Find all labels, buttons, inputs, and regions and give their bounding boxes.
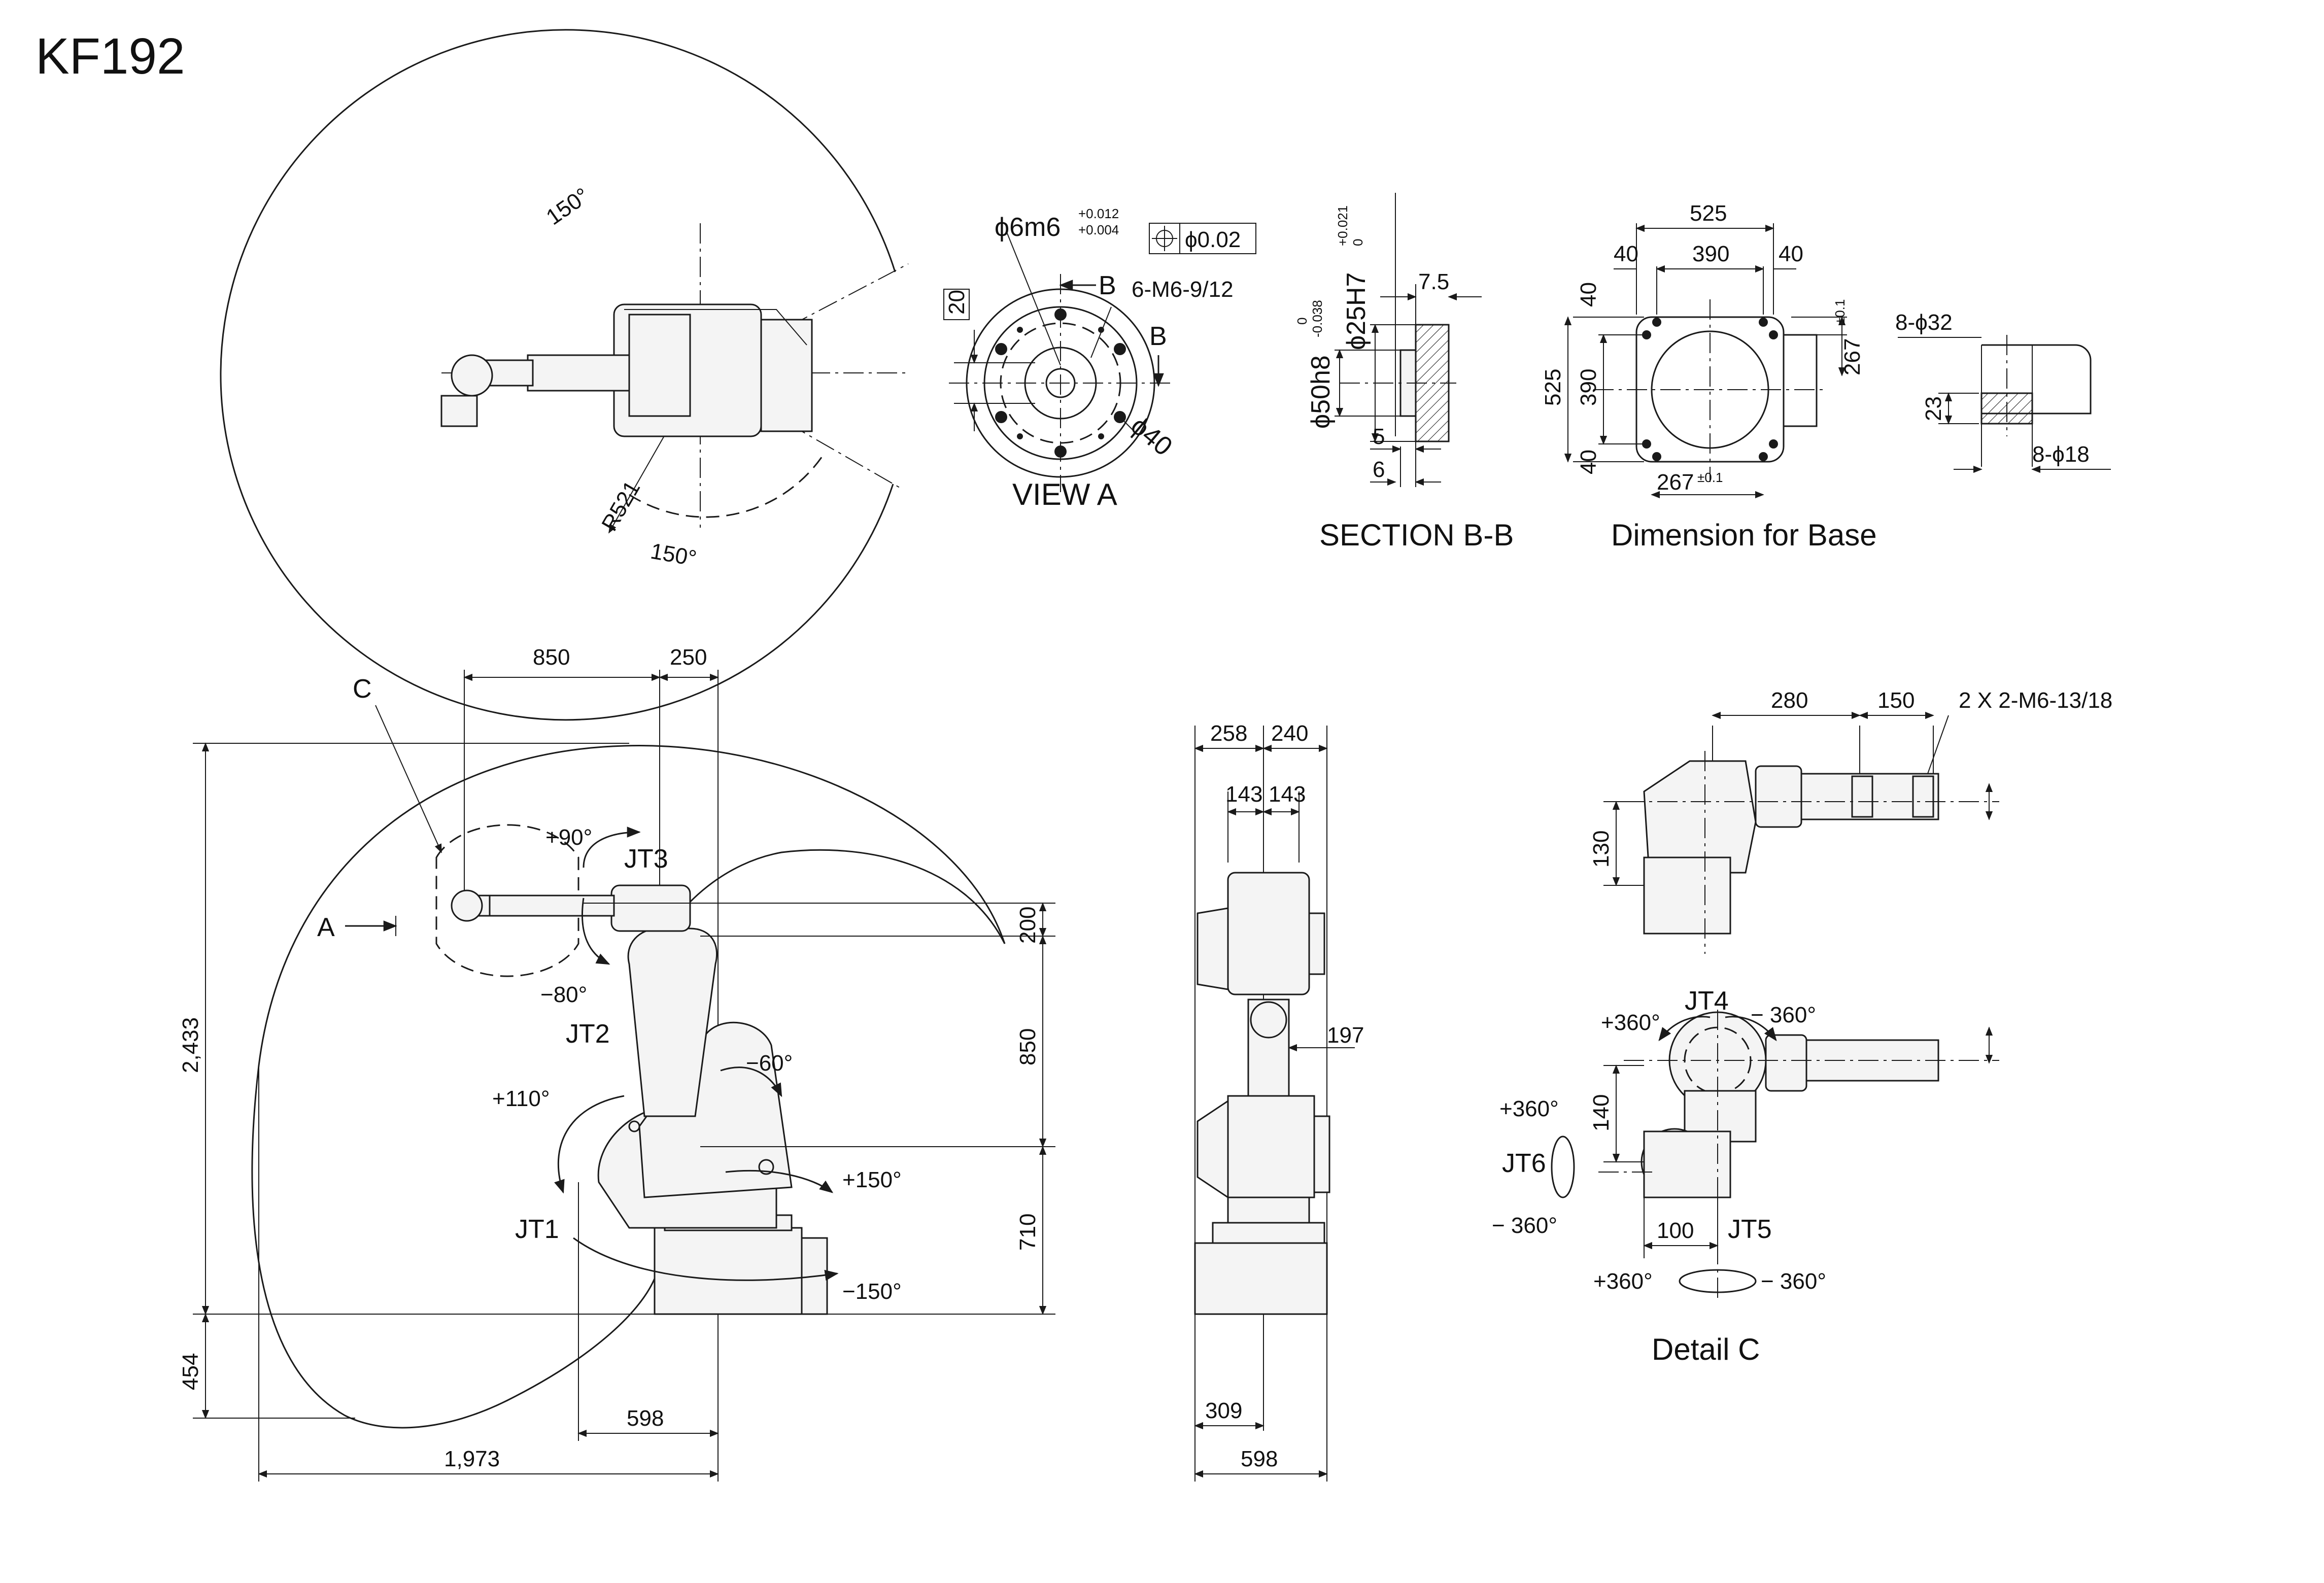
drawing-title: KF192 bbox=[36, 28, 185, 85]
section-bore: ϕ25H7 bbox=[1342, 272, 1371, 350]
section-spigot: ϕ50h8 bbox=[1306, 355, 1336, 429]
side-view: 850 250 200 850 710 bbox=[178, 645, 1055, 1482]
base-w525: 525 bbox=[1690, 201, 1727, 226]
detail-plus360-jt6: +360° bbox=[1499, 1096, 1559, 1121]
front-d309: 309 bbox=[1205, 1398, 1242, 1423]
section-d-6: 6 bbox=[1373, 457, 1385, 482]
top-angle-upper: 150° bbox=[542, 183, 594, 230]
section-d-5: 5 bbox=[1373, 424, 1385, 449]
side-plus150: +150° bbox=[842, 1167, 902, 1192]
view-a-shaft-tol-lower: +0.004 bbox=[1078, 222, 1119, 237]
side-h598: 598 bbox=[627, 1406, 664, 1431]
base-h40b: 40 bbox=[1576, 450, 1601, 474]
detail-minus360-jt5: − 360° bbox=[1761, 1269, 1826, 1294]
view-a-shaft: ϕ6m6 bbox=[995, 213, 1061, 242]
front-d598: 598 bbox=[1241, 1447, 1278, 1471]
detail-c: 280 150 2 X 2-M6-13/18 130 bbox=[1492, 688, 2112, 1366]
section-caption: SECTION B-B bbox=[1319, 518, 1514, 552]
wrist-lower bbox=[1641, 1011, 1939, 1198]
side-d850: 850 bbox=[533, 645, 570, 670]
side-plus90: +90° bbox=[545, 825, 592, 850]
base-h525: 525 bbox=[1541, 369, 1565, 406]
section-bore-tol-lower: 0 bbox=[1350, 239, 1365, 246]
side-label-c: C bbox=[353, 674, 372, 704]
detail-d150: 150 bbox=[1877, 688, 1915, 713]
side-minus60: −60° bbox=[746, 1051, 793, 1076]
detail-plus360-jt4: +360° bbox=[1601, 1010, 1660, 1035]
base-h390: 390 bbox=[1576, 369, 1601, 406]
base-c267v-tol: ±0.1 bbox=[1832, 299, 1848, 325]
front-d143a: 143 bbox=[1225, 782, 1262, 807]
detail-jt6: JT6 bbox=[1502, 1149, 1546, 1178]
side-v2433: 2,433 bbox=[178, 1017, 203, 1073]
front-d258: 258 bbox=[1210, 721, 1247, 746]
base-h40a: 40 bbox=[1576, 282, 1601, 307]
detail-plus360-jt5: +360° bbox=[1593, 1269, 1653, 1294]
base-c267h-tol: ±0.1 bbox=[1697, 470, 1723, 485]
view-a-shaft-tol-upper: +0.012 bbox=[1078, 206, 1119, 221]
top-angle-lower: 150° bbox=[648, 539, 698, 571]
base-w390: 390 bbox=[1692, 242, 1729, 266]
reach-arc bbox=[220, 29, 896, 721]
detail-jt5: JT5 bbox=[1728, 1215, 1772, 1244]
side-jt2: JT2 bbox=[566, 1019, 610, 1049]
section-spigot-tol-upper: 0 bbox=[1294, 318, 1310, 325]
detail-minus360-jt6: − 360° bbox=[1492, 1213, 1557, 1238]
base-dimension: 525 390 40 40 525 390 40 40 267 ±0.1 267… bbox=[1541, 201, 2111, 552]
view-a-position-tol: ϕ0.02 bbox=[1185, 227, 1241, 252]
front-d197: 197 bbox=[1327, 1023, 1364, 1048]
top-view: 150° 150° R521 bbox=[220, 29, 909, 721]
base-c267h: 267 bbox=[1657, 470, 1694, 495]
base-depth: 23 bbox=[1921, 396, 1946, 421]
section-d-7-5: 7.5 bbox=[1418, 269, 1449, 294]
view-a: 20 ϕ6m6 +0.012 +0.004 ϕ0.02 B 6-M6-9/12 … bbox=[943, 206, 1256, 511]
view-a-thread: 6-M6-9/12 bbox=[1132, 277, 1234, 302]
detail-d130: 130 bbox=[1589, 831, 1614, 868]
front-d143b: 143 bbox=[1269, 782, 1306, 807]
section-bore-tol-upper: +0.021 bbox=[1335, 205, 1350, 246]
view-a-pcd: ϕ40 bbox=[1125, 411, 1178, 462]
side-jt1: JT1 bbox=[515, 1215, 559, 1244]
view-a-section-b: B bbox=[1099, 271, 1116, 300]
side-plus110: +110° bbox=[492, 1086, 550, 1111]
side-v200: 200 bbox=[1015, 907, 1040, 944]
wrist-upper bbox=[1643, 760, 1939, 935]
side-v710: 710 bbox=[1015, 1214, 1040, 1251]
side-v850: 850 bbox=[1015, 1028, 1040, 1065]
view-a-section-b2: B bbox=[1149, 322, 1167, 351]
side-minus150: −150° bbox=[842, 1279, 902, 1304]
section-spigot-tol-lower: -0.038 bbox=[1310, 300, 1325, 337]
detail-caption: Detail C bbox=[1652, 1332, 1760, 1366]
base-w40a: 40 bbox=[1614, 242, 1638, 266]
detail-jt4: JT4 bbox=[1685, 986, 1729, 1016]
base-caption: Dimension for Base bbox=[1611, 518, 1877, 552]
side-label-a: A bbox=[317, 913, 335, 942]
base-c267v: 267 bbox=[1840, 338, 1865, 375]
side-minus80: −80° bbox=[540, 982, 587, 1007]
reach-envelope bbox=[251, 745, 1006, 1429]
front-view: 258 240 143 143 197 309 598 bbox=[1194, 721, 1364, 1482]
detail-d100: 100 bbox=[1657, 1218, 1694, 1243]
section-bb: ϕ25H7 +0.021 0 ϕ50h8 0 -0.038 7.5 5 6 SE… bbox=[1294, 193, 1514, 552]
side-h1973: 1,973 bbox=[444, 1447, 500, 1471]
robot-front bbox=[1194, 872, 1330, 1315]
detail-d280: 280 bbox=[1771, 688, 1808, 713]
base-holes-large: 8-ϕ32 bbox=[1895, 310, 1953, 335]
robot-top bbox=[440, 303, 813, 437]
view-a-caption: VIEW A bbox=[1012, 477, 1117, 511]
robot-side bbox=[451, 884, 828, 1315]
side-jt3: JT3 bbox=[624, 844, 668, 874]
front-d240: 240 bbox=[1271, 721, 1308, 746]
detail-mount: 2 X 2-M6-13/18 bbox=[1959, 688, 2112, 713]
detail-minus360-jt4: − 360° bbox=[1751, 1003, 1816, 1027]
side-d250: 250 bbox=[670, 645, 707, 670]
side-v454: 454 bbox=[178, 1353, 203, 1390]
base-w40b: 40 bbox=[1779, 242, 1803, 266]
view-a-datum: 20 bbox=[944, 290, 969, 315]
detail-d140: 140 bbox=[1589, 1094, 1614, 1131]
base-holes-small: 8-ϕ18 bbox=[2032, 442, 2090, 467]
top-radius: R521 bbox=[597, 476, 645, 535]
